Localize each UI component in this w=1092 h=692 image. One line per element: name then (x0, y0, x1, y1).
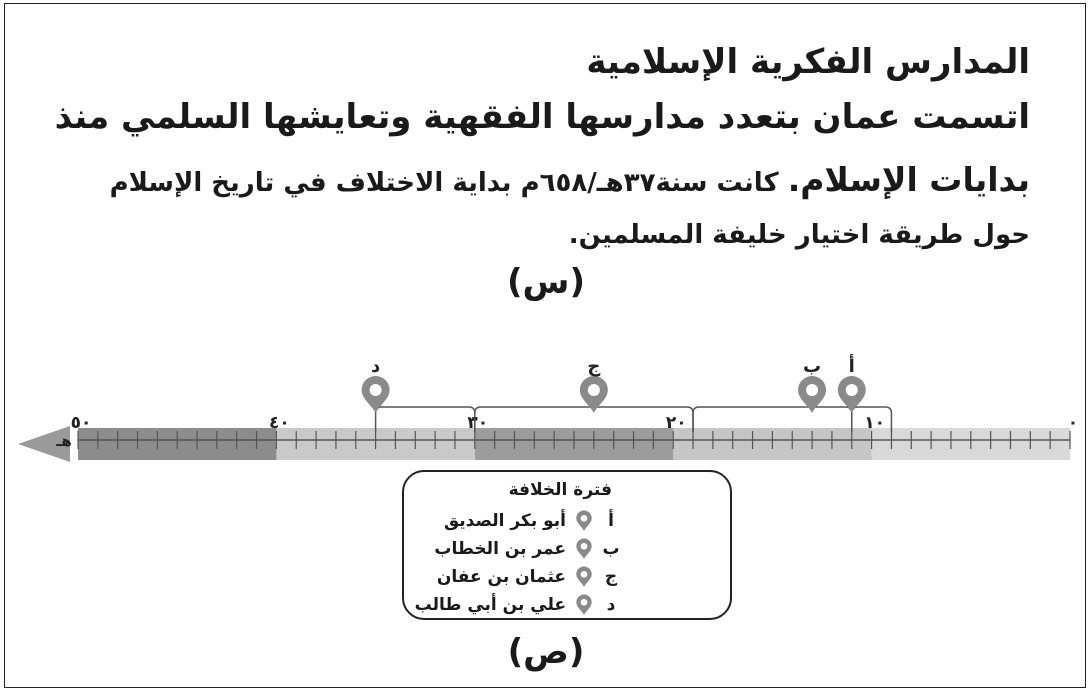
marker-letter: أ (849, 354, 855, 377)
page-frame (4, 3, 1086, 688)
legend-name: أبو بكر الصديق (443, 511, 566, 531)
figure-label-s: (س) (507, 262, 585, 302)
tick-label: ٠ (1068, 413, 1078, 433)
paragraph-rest: كانت سنة٣٧هـ/٦٥٨م بداية الاختلاف في تاري… (109, 168, 788, 198)
page-title: المدارس الفكرية الإسلامية (586, 42, 1030, 82)
tick-label: ٥٠ (71, 413, 92, 433)
tick-label: ١٠ (864, 413, 885, 433)
legend-item: د علي بن أبي طالب (415, 592, 620, 618)
paragraph-line-1: اتسمت عمان بتعدد مدارسها الفقهية وتعايشه… (54, 97, 1030, 137)
figure-label-p: (ص) (507, 632, 585, 672)
legend-item: أ أبو بكر الصديق (444, 508, 620, 534)
legend-box: فترة الخلافة أ أبو بكر الصديق ب عمر بن الخط… (402, 470, 732, 620)
tick-label: ٣٠ (467, 413, 488, 433)
map-pin-icon (576, 566, 592, 587)
map-pin-hole (369, 384, 382, 396)
legend-title: فترة الخلافة (508, 480, 612, 500)
legend-name: عمر بن الخطاب (434, 539, 566, 559)
paragraph-line-3: حول طريقة اختيار خليفة المسلمين. (568, 220, 1030, 250)
legend-name: علي بن أبي طالب (414, 595, 566, 615)
paragraph-line-2: بدايات الإسلام. كانت سنة٣٧هـ/٦٥٨م بداية … (110, 160, 1030, 199)
map-pin-hole (587, 384, 600, 396)
map-pin-icon (576, 510, 592, 531)
paragraph-lead: بدايات الإسلام. (787, 160, 1030, 199)
marker-letter: ب (803, 356, 821, 377)
map-pin-icon (576, 538, 592, 559)
timeline-unit-label: هـ (55, 432, 72, 450)
tick-label: ٤٠ (269, 413, 290, 433)
legend-letter: د (606, 595, 616, 615)
legend-letter: أ (608, 511, 614, 531)
tick-label: ٢٠ (666, 413, 687, 433)
map-pin-hole (806, 384, 819, 396)
marker-letter: د (371, 356, 380, 377)
legend-letter: ج (604, 567, 618, 587)
marker-letter: ج (587, 356, 600, 377)
map-pin-hole (845, 384, 858, 396)
legend-item: ب عمر بن الخطاب (434, 536, 620, 562)
legend-name: عثمان بن عفان (436, 567, 566, 587)
map-pin-icon (576, 594, 592, 615)
legend-letter: ب (602, 539, 620, 559)
timeline-arrow-head (18, 426, 70, 462)
legend-item: ج عثمان بن عفان (437, 564, 620, 590)
